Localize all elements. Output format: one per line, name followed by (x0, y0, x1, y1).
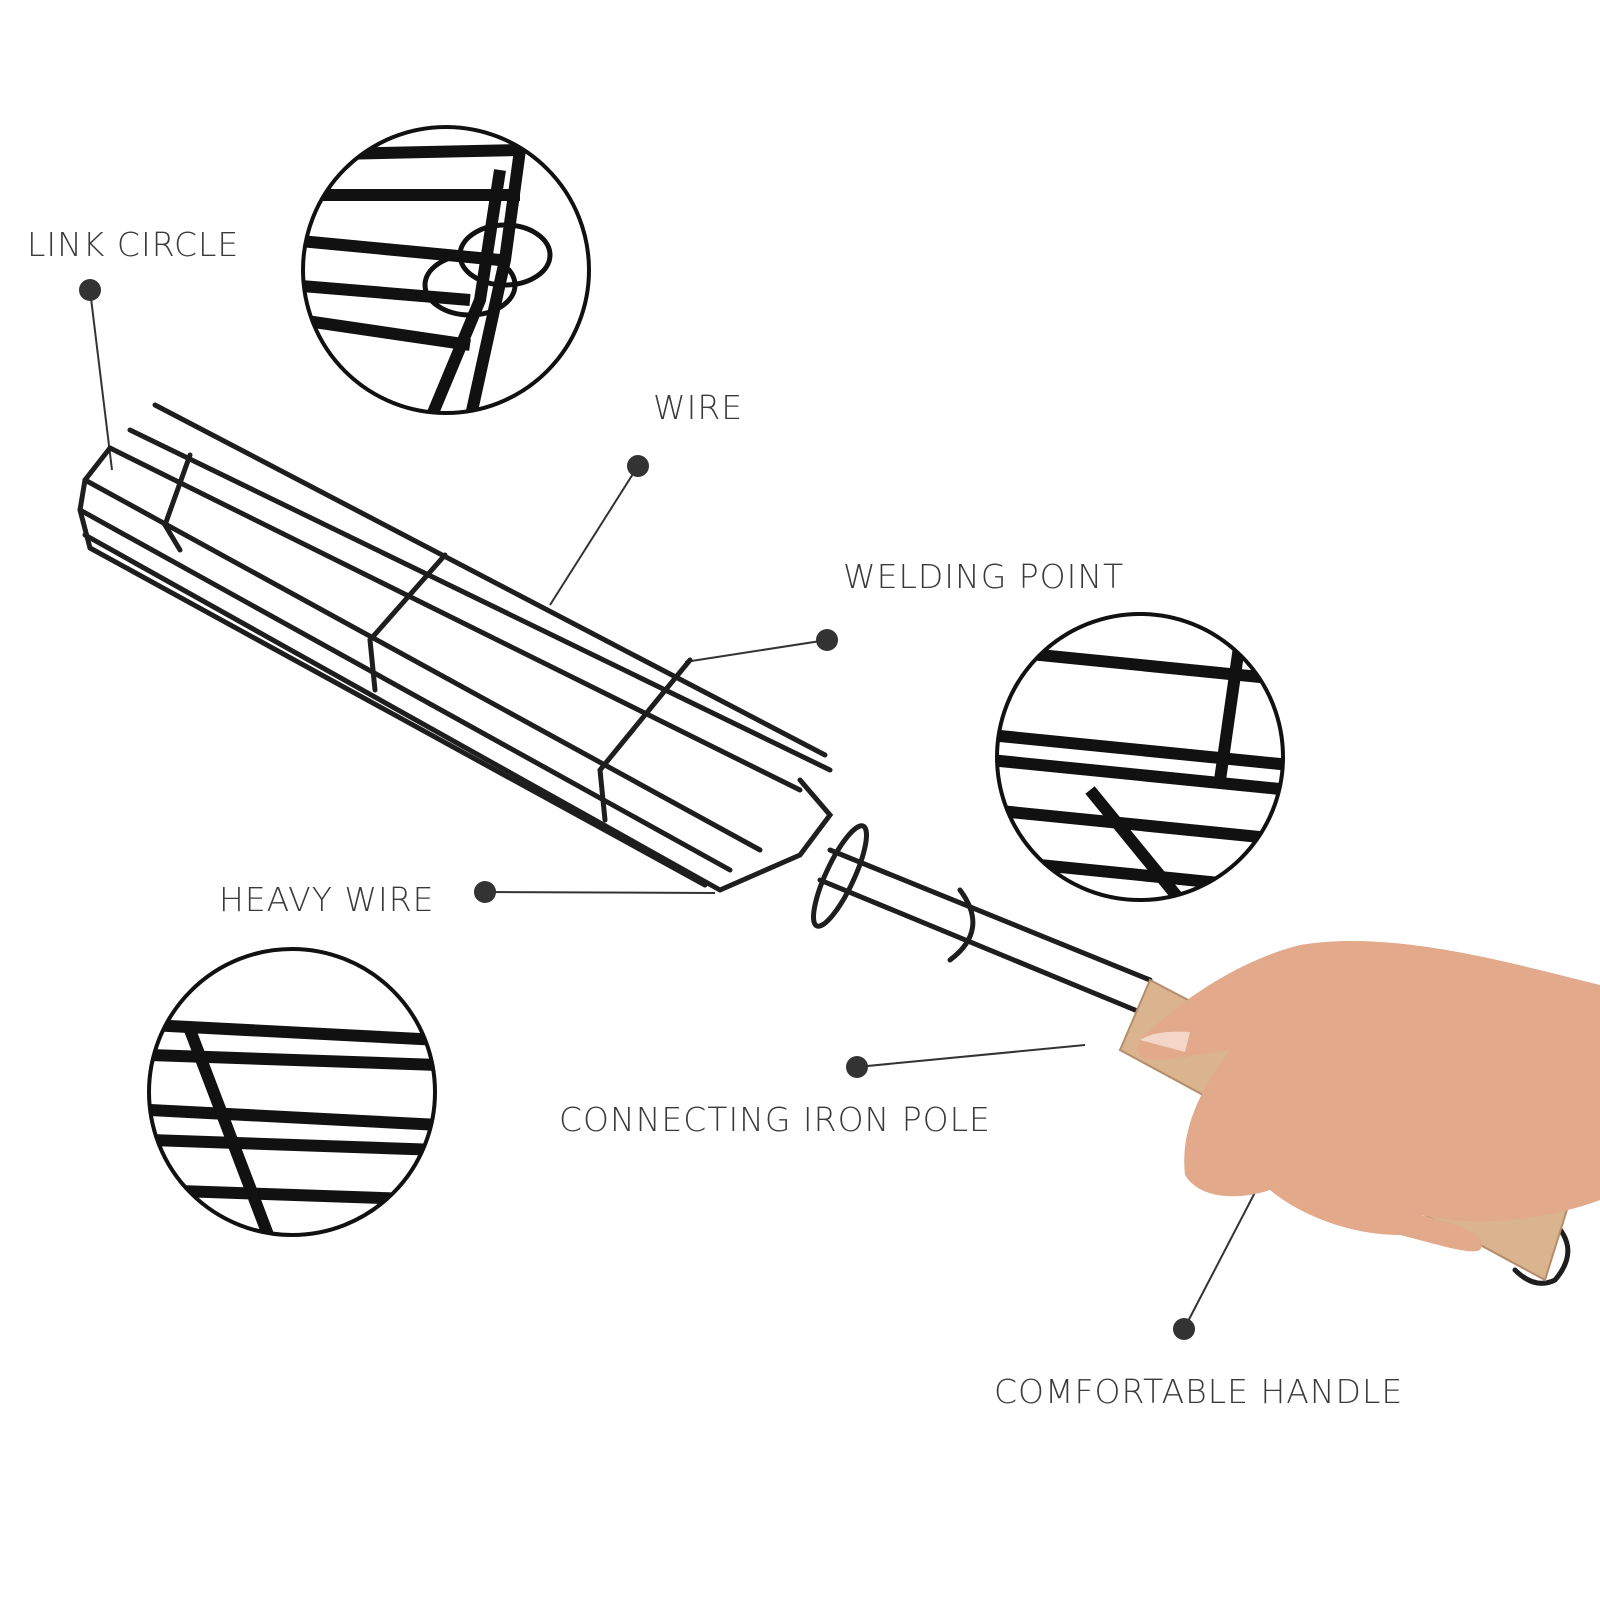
detail-circle-link (301, 125, 591, 415)
label-connecting-iron-pole: CONNECTING IRON POLE (559, 1100, 991, 1139)
detail-circle-welding (995, 612, 1285, 902)
label-heavy-wire: HEAVY WIRE (219, 880, 435, 919)
label-welding-point: WELDING POINT (843, 557, 1125, 596)
leader-lines (79, 279, 1291, 1340)
label-wire: WIRE (653, 388, 744, 427)
thumbnail (1140, 1031, 1190, 1052)
wire-basket (77, 402, 1571, 1286)
detail-circle-heavy-wire (147, 947, 437, 1237)
hand (1137, 940, 1600, 1252)
label-link-circle: LINK CIRCLE (27, 225, 240, 264)
label-comfortable-handle: COMFORTABLE HANDLE (994, 1372, 1404, 1411)
